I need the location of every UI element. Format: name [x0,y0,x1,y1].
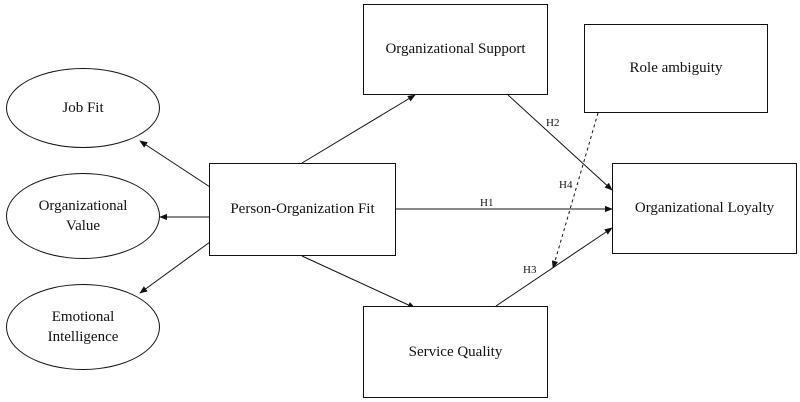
hypothesis-label-h3: H3 [523,264,537,276]
edge-orgsupport-loyalty [507,94,613,191]
node-organizational-support: Organizational Support [363,4,548,95]
node-label: Job Fit [62,99,104,116]
node-label: Organizational Loyalty [634,200,775,217]
hypothesis-label-h1: H1 [480,197,494,209]
node-label: Service Quality [408,343,503,360]
edge-servicequality-loyalty [495,227,613,307]
edge-roleambiguity-moderator [551,112,599,269]
node-role-ambiguity: Role ambiguity [584,24,768,113]
hypothesis-label-h4: H4 [559,179,573,191]
node-service-quality: Service Quality [363,306,548,398]
node-organizational-loyalty: Organizational Loyalty [612,163,797,254]
node-person-organization-fit: Person-Organization Fit [209,163,396,256]
edge-pofit-orgsupport [301,94,416,164]
node-organizational-value: Organizational Value [6,173,160,259]
node-job-fit: Job Fit [6,68,160,148]
node-label: Organizational Support [385,41,526,58]
node-label: Role ambiguity [629,60,723,77]
edge-pofit-jobfit [139,140,211,188]
node-emotional-intelligence: Emotional Intelligence [6,284,160,370]
node-label: Emotional Intelligence [47,308,119,345]
node-label: Person-Organization Fit [230,201,375,218]
edge-pofit-emotional [139,241,211,294]
node-label: Organizational Value [38,197,128,234]
edge-pofit-servicequality [301,255,416,309]
hypothesis-label-h2: H2 [546,117,560,129]
